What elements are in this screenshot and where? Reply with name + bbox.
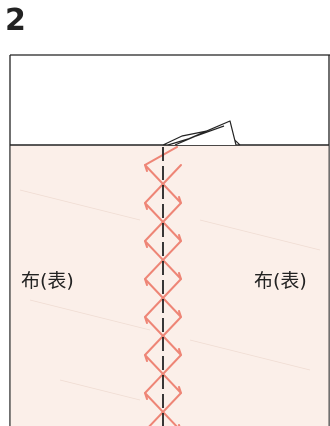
right-fabric-label: 布(表)	[254, 270, 307, 292]
cross-stitch	[144, 392, 182, 426]
cross-stitch	[144, 240, 182, 280]
cross-stitch	[144, 316, 182, 356]
cross-stitch	[144, 354, 182, 394]
fabric-texture	[19, 189, 321, 401]
cross-stitch	[144, 278, 182, 318]
stitch-lead-line	[144, 146, 178, 166]
cross-stitch	[144, 164, 182, 204]
step-number: 2	[5, 3, 26, 38]
cross-stitch	[144, 202, 182, 242]
folded-edge	[162, 120, 241, 146]
left-fabric-label: 布(表)	[21, 270, 74, 292]
cross-stitch-group	[144, 146, 182, 426]
